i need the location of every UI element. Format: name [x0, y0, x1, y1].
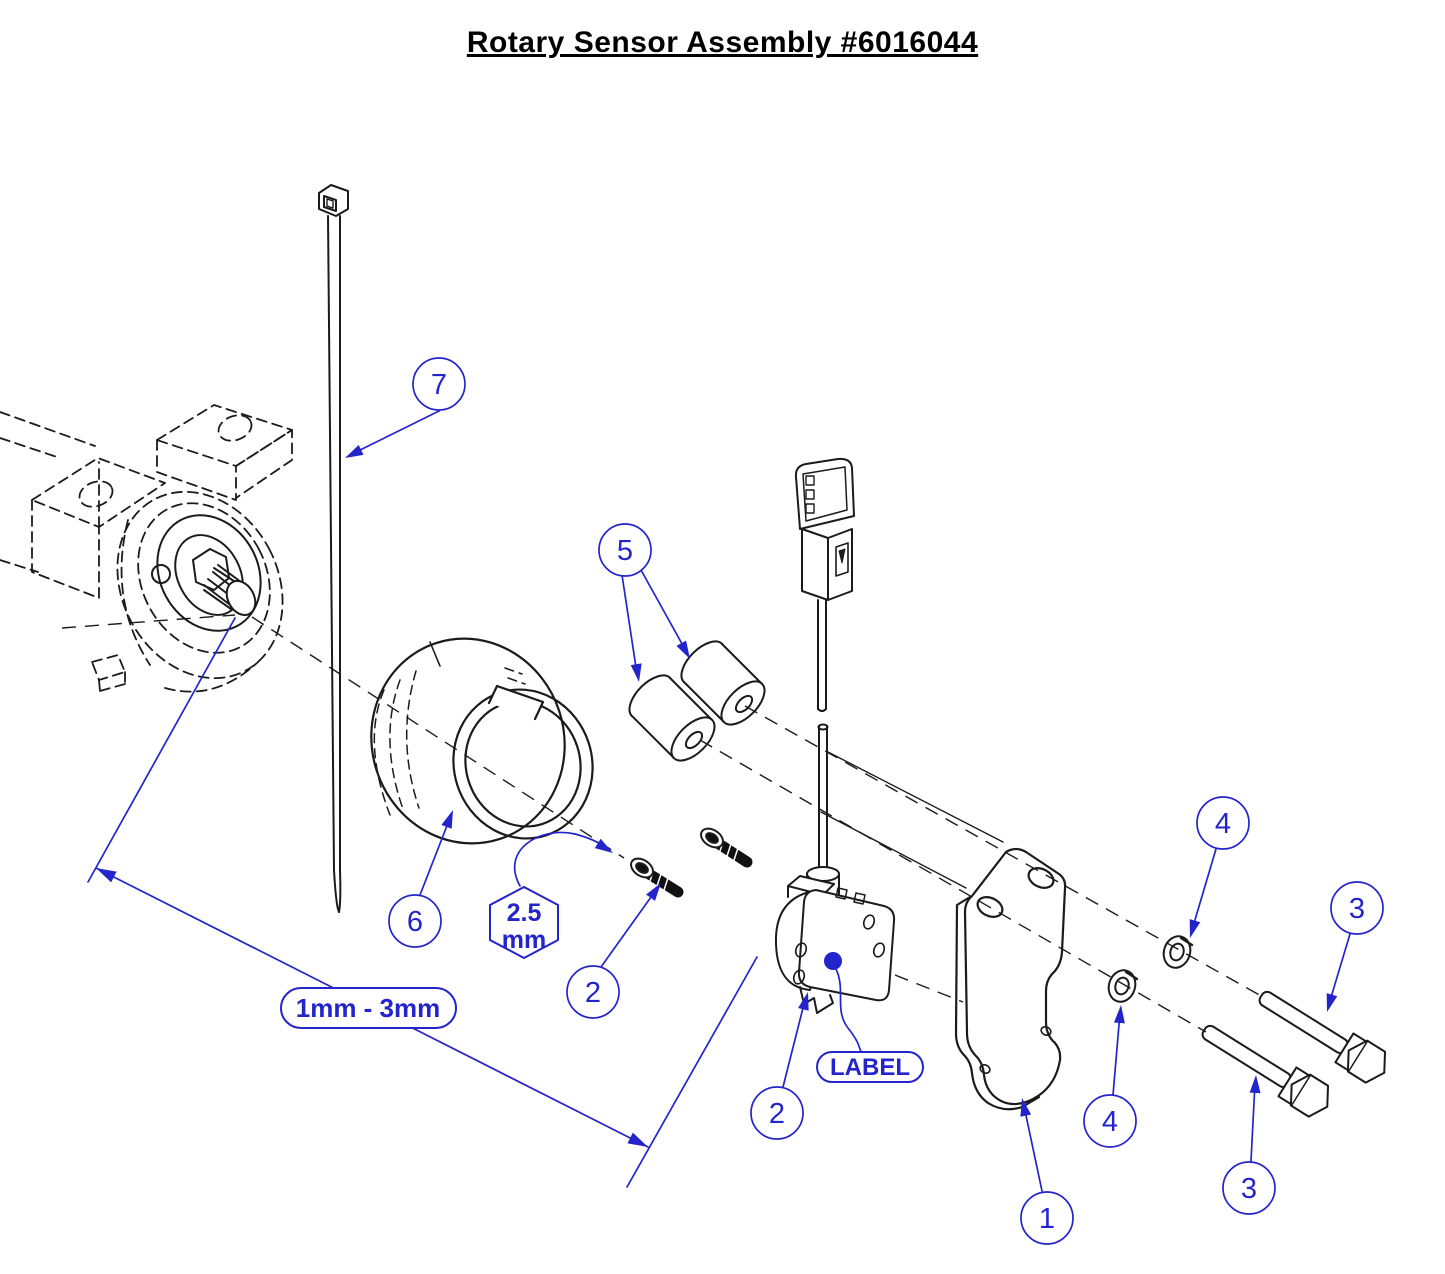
callout-4-upper: 4	[1196, 796, 1250, 850]
callout-4-lower: 4	[1083, 1094, 1137, 1148]
screw-lower	[630, 857, 684, 898]
washer-lower	[1107, 969, 1139, 1003]
centerlines	[61, 614, 1264, 1033]
hex-key-size-badge: 2.5 mm	[489, 885, 559, 960]
svg-text:2: 2	[769, 1098, 785, 1130]
cable-tie	[318, 184, 349, 913]
hex-bolt-lower	[1201, 1024, 1330, 1118]
svg-text:3: 3	[1349, 893, 1365, 925]
callout-3-lower: 3	[1222, 1161, 1276, 1215]
spacer-lower	[628, 674, 716, 762]
svg-text:2: 2	[585, 977, 601, 1009]
screw-upper	[700, 827, 753, 868]
harness-connector	[794, 457, 855, 601]
arrowheads	[96, 445, 1338, 1147]
svg-text:5: 5	[617, 535, 633, 567]
callout-6: 6	[388, 894, 442, 948]
svg-text:4: 4	[1215, 808, 1231, 840]
svg-text:4: 4	[1102, 1106, 1118, 1138]
hex-bolt-upper	[1258, 990, 1387, 1084]
svg-text:1: 1	[1039, 1203, 1055, 1235]
callout-2-sensor-side: 2	[750, 1086, 804, 1140]
callout-7: 7	[412, 357, 466, 411]
hex-key-curved-arrow	[513, 831, 607, 887]
label-leader	[835, 968, 863, 1054]
leader-lines	[349, 410, 1351, 1192]
svg-text:6: 6	[407, 906, 423, 938]
construction-lines	[820, 751, 1004, 889]
washer-upper	[1162, 935, 1194, 969]
gearbox-housing	[0, 404, 293, 693]
mounting-plate	[954, 847, 1067, 1111]
bearing-and-shaft	[151, 514, 262, 632]
diagram-title: Rotary Sensor Assembly #6016044	[466, 26, 979, 59]
callout-2-screws: 2	[566, 965, 620, 1019]
svg-text:7: 7	[431, 369, 447, 401]
label-location-dot	[824, 952, 842, 970]
callout-5: 5	[598, 523, 652, 577]
rotary-sensor	[774, 866, 896, 1014]
hex-key-size-line1: 2.5	[507, 899, 542, 927]
sensor-wire	[817, 599, 829, 873]
gap-range-capsule: 1mm - 3mm	[280, 987, 457, 1029]
svg-text:3: 3	[1241, 1173, 1257, 1205]
callout-1: 1	[1020, 1191, 1074, 1245]
label-capsule-text: LABEL	[830, 1054, 910, 1081]
gap-range-text: 1mm - 3mm	[296, 993, 441, 1023]
callout-3-upper: 3	[1330, 881, 1384, 935]
label-capsule: LABEL	[816, 1051, 924, 1083]
spacer-upper	[680, 640, 766, 726]
hex-key-size-line2: mm	[502, 926, 546, 954]
rubber-boot	[370, 637, 594, 845]
